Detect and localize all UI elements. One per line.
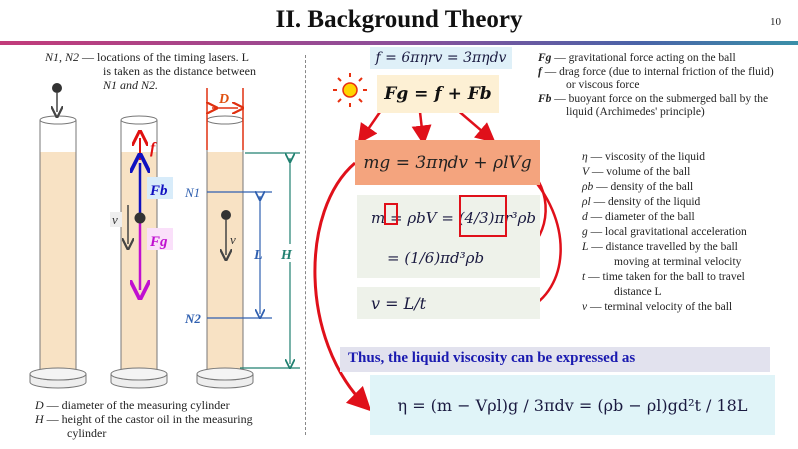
note-text: — height of the castor oil in the measur… bbox=[46, 412, 253, 426]
laser-note: N1, N2 — locations of the timing lasers.… bbox=[45, 50, 295, 92]
label-fb: Fb bbox=[149, 183, 168, 199]
label-f: f bbox=[150, 140, 157, 157]
legend-text: or viscous force bbox=[566, 79, 640, 91]
legend-text: — buoyant force on the submerged ball by… bbox=[554, 92, 769, 105]
conclusion-text: Thus, the liquid viscosity can be expres… bbox=[340, 347, 770, 372]
note-line: N1 and N2. bbox=[103, 78, 159, 92]
cylinder-diagram: f Fb Fg v D L N1 N2 H v bbox=[29, 83, 300, 389]
legend-symbol: d bbox=[582, 211, 588, 223]
note-text: cylinder bbox=[67, 426, 107, 440]
legend-symbol: ρl bbox=[582, 196, 591, 208]
ball-icon bbox=[134, 212, 146, 224]
mass-equation-2: = (1/6)πd³ρb bbox=[387, 248, 485, 267]
cylinder-3: D L N1 N2 H v bbox=[184, 88, 300, 389]
ball-icon bbox=[52, 83, 62, 93]
note-text: — diameter of the measuring cylinder bbox=[46, 398, 230, 412]
cylinder-1 bbox=[29, 83, 87, 389]
legend-text: — volume of the ball bbox=[591, 166, 691, 178]
legend-symbol: Fb bbox=[538, 92, 552, 105]
note-line: — locations of the timing lasers. L bbox=[82, 50, 249, 64]
sun-icon bbox=[333, 73, 367, 107]
section-divider bbox=[305, 55, 306, 435]
label-h: H bbox=[280, 248, 293, 263]
volume-highlight bbox=[384, 203, 398, 225]
legend-symbol: Fg bbox=[538, 52, 552, 64]
ball-icon bbox=[221, 210, 231, 220]
legend-text: — viscosity of the liquid bbox=[590, 151, 705, 163]
note-symbol: H bbox=[35, 412, 44, 426]
slide-title: II. Background Theory bbox=[275, 6, 523, 33]
legend-text: — time taken for the ball to travel bbox=[588, 271, 745, 283]
legend-text: — density of the liquid bbox=[593, 196, 701, 208]
variable-legend: η — viscosity of the liquid V — volume o… bbox=[582, 150, 798, 315]
legend-symbol: η bbox=[582, 151, 588, 163]
legend-text: — local gravitational acceleration bbox=[590, 226, 747, 238]
legend-text: liquid (Archimedes' principle) bbox=[566, 106, 705, 118]
mass-equation: m = ρbV = (4/3)πr³ρb bbox=[371, 208, 536, 227]
note-symbol: D bbox=[35, 398, 44, 412]
label-fg: Fg bbox=[149, 234, 168, 250]
label-v: v bbox=[112, 212, 118, 227]
legend-symbol: g bbox=[582, 226, 588, 238]
note-line: is taken as the distance between bbox=[103, 64, 256, 78]
label-d: D bbox=[218, 92, 229, 107]
label-n2: N2 bbox=[184, 311, 201, 326]
legend-symbol: f bbox=[538, 65, 542, 78]
volume-formula-highlight bbox=[459, 195, 507, 237]
legend-text: — diameter of the ball bbox=[590, 211, 695, 223]
force-legend: Fg — gravitational force acting on the b… bbox=[538, 52, 798, 120]
dimension-notes: D — diameter of the measuring cylinder H… bbox=[35, 398, 305, 440]
legend-text: — drag force (due to internal friction o… bbox=[544, 65, 774, 78]
label-n1: N1 bbox=[184, 185, 200, 200]
expanded-equation: mg = 3πηdv + ρlVg bbox=[355, 140, 540, 185]
legend-symbol: v bbox=[582, 301, 588, 313]
legend-text: — terminal velocity of the ball bbox=[589, 301, 733, 313]
legend-symbol: ρb bbox=[582, 181, 594, 193]
velocity-equation: v = L/t bbox=[357, 287, 540, 319]
legend-text: — gravitational force acting on the ball bbox=[554, 52, 736, 64]
cylinder-2: f Fb Fg v bbox=[110, 115, 173, 389]
legend-text: distance L bbox=[614, 286, 662, 298]
legend-symbol: L bbox=[582, 241, 589, 253]
viscosity-formula: η = (m − Vρl)g / 3πdv = (ρb − ρl)gd²t / … bbox=[370, 375, 775, 435]
force-balance-equation: Fg = f + Fb bbox=[377, 75, 499, 113]
legend-symbol: V bbox=[582, 166, 590, 178]
note-symbols: N1, N2 bbox=[45, 50, 80, 64]
legend-text: — distance travelled by the ball bbox=[591, 241, 738, 253]
legend-symbol: t bbox=[582, 271, 586, 283]
legend-text: — density of the ball bbox=[596, 181, 694, 193]
page-number: 10 bbox=[770, 16, 781, 28]
legend-text: moving at terminal velocity bbox=[614, 256, 742, 268]
stokes-equation: f = 6πηrv = 3πηdv bbox=[370, 47, 512, 69]
mass-equation-box: m = ρbV = (4/3)πr³ρb = (1/6)πd³ρb bbox=[357, 195, 540, 278]
label-l: L bbox=[253, 248, 263, 263]
title-divider bbox=[0, 41, 798, 45]
label-v: v bbox=[230, 232, 236, 247]
